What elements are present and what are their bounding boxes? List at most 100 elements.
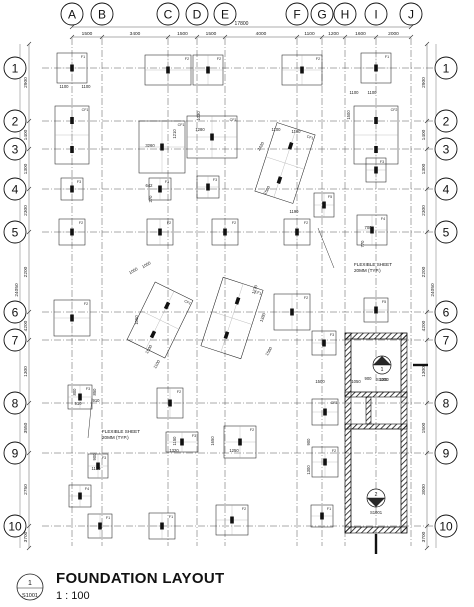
grid-bubble-row-4-left: 4 xyxy=(3,177,27,201)
grid-bubble-label: 8 xyxy=(443,397,450,411)
column-stub xyxy=(180,438,184,446)
dim-local: 2420 xyxy=(256,140,265,151)
grid-bubble-label: 7 xyxy=(12,334,19,348)
column-stub xyxy=(320,512,324,520)
grid-bubble-label: 6 xyxy=(12,306,19,320)
note-line: 20MM (TYP.) xyxy=(102,435,129,440)
column-stub xyxy=(158,185,162,193)
column-stub xyxy=(323,408,327,416)
dim-local: 1300 xyxy=(306,465,311,475)
footing-label: F2 xyxy=(167,221,171,225)
footing: F3 xyxy=(365,157,387,183)
footing: F1 xyxy=(310,504,334,528)
footing-label: CF1 xyxy=(230,118,237,122)
footing: F2 xyxy=(283,218,311,246)
footing: F3 xyxy=(165,431,199,453)
dim-local: 3260 xyxy=(145,143,155,148)
footing: F4 xyxy=(356,214,388,246)
footing-label: F3 xyxy=(380,160,384,164)
column-stub xyxy=(98,522,102,530)
grid-bubble-label: 1 xyxy=(12,62,19,76)
grid-bubble-label: 4 xyxy=(12,183,19,197)
column-stub xyxy=(374,64,378,72)
grid-bubble-row-7-right: 7 xyxy=(434,328,458,352)
column-stub xyxy=(163,301,171,310)
dim-right: 2200 xyxy=(421,266,427,277)
dim-right: 2300 xyxy=(421,205,427,216)
footing: F2 xyxy=(281,54,323,86)
grid-bubble-label: 3 xyxy=(12,143,19,157)
dim-left: 3550 xyxy=(23,422,29,433)
dim-local: 900 xyxy=(92,453,97,461)
pit-wall xyxy=(400,332,408,534)
dim-local: 1300 xyxy=(379,377,389,382)
grid-bubble-col-F: F xyxy=(285,2,309,26)
column-stub xyxy=(300,66,304,74)
footing-label: F5 xyxy=(328,195,332,199)
grid-bubble-row-2-left: 2 xyxy=(3,109,27,133)
dim-right: 3000 xyxy=(421,484,427,495)
footing-label: F2 xyxy=(304,221,308,225)
dim-local: 1280 xyxy=(195,127,205,132)
footing: F2 xyxy=(58,218,86,246)
footing: CF1 xyxy=(254,122,316,204)
column-stub xyxy=(238,438,242,446)
dim-local: 1380 xyxy=(259,312,267,323)
footing: F3 xyxy=(87,453,109,479)
column-stub xyxy=(70,228,74,236)
dim-local: 1150 xyxy=(172,436,177,446)
dim-right: 1500 xyxy=(421,422,427,433)
dim-local: 1560 xyxy=(264,345,273,356)
pit-wall xyxy=(344,526,408,534)
column-stub xyxy=(374,306,378,314)
column-stub xyxy=(158,228,162,236)
footing: F5 xyxy=(313,192,335,218)
dim-local: 1210 xyxy=(172,129,177,139)
dim-local: 1560 xyxy=(262,184,271,195)
dim-local: 1030 xyxy=(196,111,201,121)
dim-local: 1050 xyxy=(141,260,152,269)
footing-label: F2 xyxy=(177,390,181,394)
grid-bubble-row-8-right: 8 xyxy=(434,391,458,415)
grid-bubble-label: 4 xyxy=(443,183,450,197)
footing-label: CF1 xyxy=(82,108,89,112)
column-stub xyxy=(168,399,172,407)
grid-bubble-col-A: A xyxy=(60,2,84,26)
grid-bubble-row-9-right: 9 xyxy=(434,441,458,465)
column-stub xyxy=(78,492,82,500)
grid-bubble-row-2-right: 2 xyxy=(434,109,458,133)
dim-local: 1100 xyxy=(367,90,377,95)
footing: F3 xyxy=(311,330,337,356)
grid-bubble-label: 9 xyxy=(12,447,19,461)
footing-label: F2 xyxy=(84,302,88,306)
footing: F4 xyxy=(68,484,92,508)
footing-label: F2 xyxy=(242,507,246,511)
column-stub xyxy=(230,516,234,524)
dim-local: 770 xyxy=(360,240,365,248)
drawing-reference-number: 1 xyxy=(28,580,32,587)
grid-bubble-label: F xyxy=(293,8,300,22)
dim-local: 910 xyxy=(75,401,83,406)
grid-bubble-label: 5 xyxy=(443,226,450,240)
grid-bubble-row-5-left: 5 xyxy=(3,220,27,244)
grid-bubble-row-1-left: 1 xyxy=(3,56,27,80)
footing: F1 xyxy=(148,512,176,540)
pit-wall xyxy=(344,332,352,534)
grid-bubble-col-J: J xyxy=(399,2,423,26)
drawing-title: FOUNDATION LAYOUT xyxy=(56,570,225,587)
column-stub xyxy=(223,331,230,340)
grid-bubble-label: H xyxy=(341,8,350,22)
footing-label: F2 xyxy=(79,221,83,225)
grid-bubble-row-9-left: 9 xyxy=(3,441,27,465)
dim-local: 1190 xyxy=(289,209,299,214)
dim-right: 2900 xyxy=(421,77,427,88)
grid-bubble-row-8-left: 8 xyxy=(3,391,27,415)
column-stub xyxy=(276,176,283,185)
grid-bubble-label: 9 xyxy=(443,447,450,461)
footing-label: F3 xyxy=(165,180,169,184)
dim-local: 800 xyxy=(72,388,77,396)
column-stub xyxy=(70,185,74,193)
